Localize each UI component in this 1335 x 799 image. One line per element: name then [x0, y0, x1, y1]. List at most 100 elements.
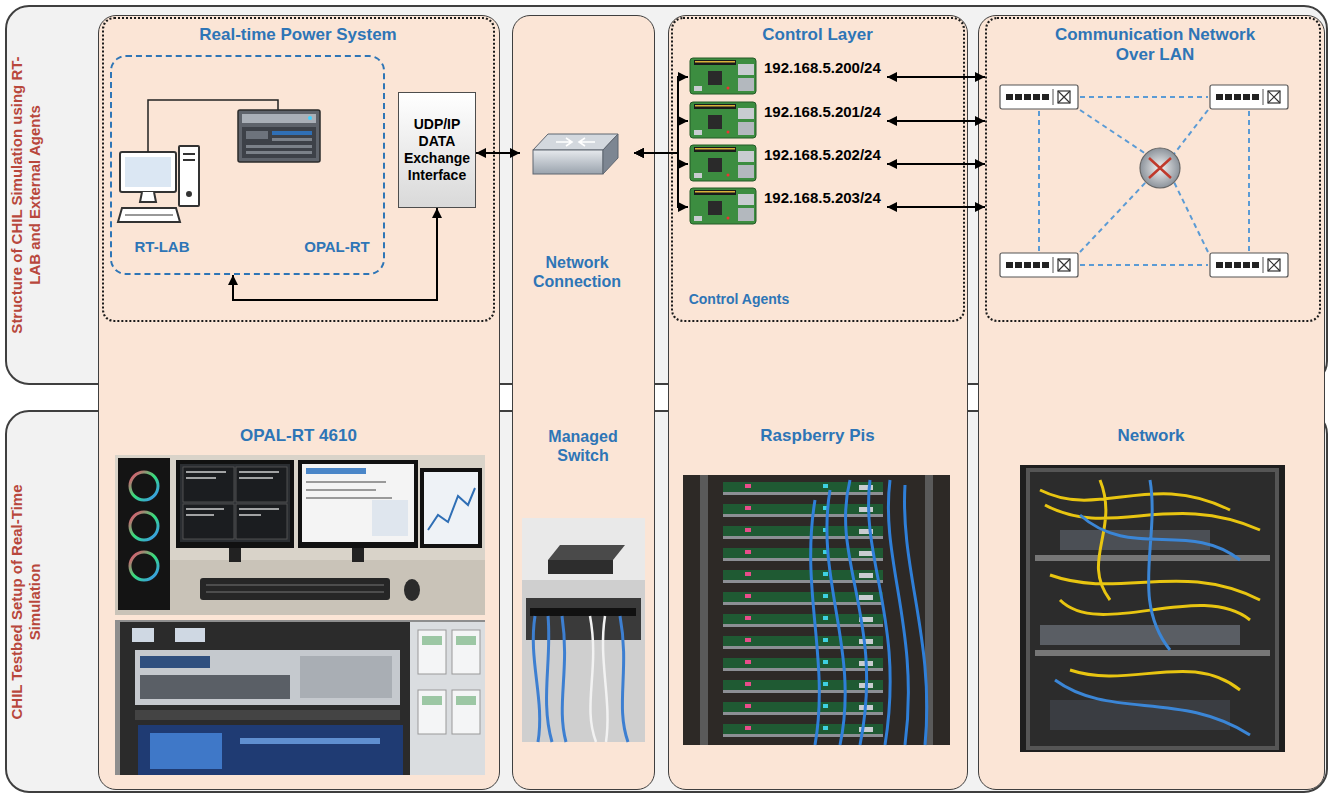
simulator-rack-photo [300, 656, 392, 698]
router-icon [1140, 148, 1180, 188]
network-rack-photo [1020, 465, 1285, 752]
interface-box: UDP/IP DATA Exchange Interface [398, 92, 476, 208]
text-slot: Structure of CHIL Simulation using RT-LA… [9, 11, 43, 379]
computer-icon [120, 152, 176, 192]
switch-icon [603, 134, 618, 174]
opal-rt-simulator [272, 131, 312, 135]
lan-link [1039, 97, 1249, 265]
managed-switch-photo [548, 545, 625, 560]
managed-switch-photo [522, 518, 645, 580]
lab-desk-photo [302, 464, 414, 542]
simulator-rack-photo [418, 690, 446, 734]
simulator-rack-photo [452, 630, 480, 674]
lan-link [1174, 182, 1208, 252]
lab-desk-photo [118, 458, 170, 610]
lab-desk-photo [200, 578, 390, 600]
simulator-group: RT-LABOPAL-RT [110, 55, 385, 275]
text-slot: Real-time Power System [104, 25, 492, 45]
text-slot: Control Agents [677, 291, 801, 308]
computer-icon [140, 192, 156, 202]
lan-switch-icon [1000, 253, 1078, 277]
raspberry-pi-photo [925, 475, 933, 745]
connector-arrow [634, 77, 688, 153]
managed-switch-photo [522, 518, 645, 742]
simulator-rack-photo [140, 675, 290, 699]
managed-switch-photo [548, 560, 613, 574]
simulator-rack-photo [140, 656, 210, 668]
connector-arrow [634, 153, 688, 164]
column-title: OPAL-RT 4610 [99, 426, 498, 446]
managed-switch-photo [533, 616, 628, 742]
text-slot: 192.168.5.203/24 [764, 189, 881, 207]
group-box: Communication Network Over LAN [985, 17, 1321, 322]
lab-desk-photo [183, 504, 234, 539]
simulator-rack-photo [418, 630, 446, 674]
lab-desk-photo [115, 560, 485, 615]
router-icon [1140, 148, 1180, 188]
managed-switch-photo [526, 598, 641, 640]
lan-switch-icon [1000, 85, 1078, 109]
text-slot: UDP/IP DATA Exchange Interface [399, 93, 475, 207]
switch-icon [533, 134, 618, 174]
managed-switch-photo [590, 616, 608, 742]
device-label: Network Connection [520, 253, 634, 291]
connector-arrow [233, 208, 437, 300]
switch-icon [556, 138, 595, 146]
simulator-rack-photo [452, 690, 480, 734]
lan-switches [1000, 85, 1288, 277]
computer-icon [183, 159, 195, 161]
lab-desk-photo [236, 504, 287, 539]
router-icon [1149, 158, 1171, 178]
lab-desk-photo [352, 548, 364, 562]
network-rack-photo [1020, 465, 1285, 752]
network-rack-photo [1035, 650, 1270, 656]
lab-desk-photo [206, 585, 384, 592]
text-slot: Control Layer [673, 25, 962, 45]
group-title: Real-time Power System [104, 25, 492, 45]
switch-node: Network Connection [520, 125, 634, 297]
network-rack-photo [1055, 480, 1250, 735]
lan-link [1174, 110, 1208, 154]
opal-rt-simulator [242, 114, 316, 123]
simulator-rack-photo [115, 620, 485, 775]
raspberry-pi-board [690, 102, 756, 138]
lab-desk-photo [306, 482, 392, 498]
computer-link-wire [148, 100, 278, 152]
group-box: 192.168.5.200/24192.168.5.201/24192.168.… [671, 17, 965, 322]
lab-desk-photo [183, 467, 234, 502]
pi-node: 192.168.5.201/24 [688, 102, 887, 140]
network-rack-photo [1035, 555, 1270, 561]
lab-desk-photo [298, 460, 418, 548]
simulator-rack-photo [150, 733, 222, 769]
column-band: 192.168.5.200/24192.168.5.201/24192.168.… [668, 15, 968, 790]
computer-icon [118, 146, 199, 222]
opal-rt-simulator [308, 116, 312, 120]
lab-desk-photo [176, 460, 294, 548]
managed-switch-photo [522, 518, 645, 742]
opal-rt-simulator [272, 138, 312, 141]
lab-desk-photo [236, 467, 287, 502]
lab-desk-photo [115, 455, 485, 615]
device-label: RT-LAB [112, 238, 212, 256]
simulator-rack-photo [410, 622, 485, 775]
pi-node: 192.168.5.202/24 [688, 145, 887, 183]
panel-title: Structure of CHIL Simulation using RT-LA… [8, 45, 44, 345]
simulator-rack-photo [120, 622, 410, 775]
simulator-rack-photo [422, 636, 442, 645]
simulator-rack-photo [175, 628, 205, 642]
lab-desk-photo [115, 455, 485, 615]
lab-desk-photo [420, 468, 482, 548]
text-slot: Communication Network Over LAN [1035, 25, 1275, 66]
text-slot: Network [979, 426, 1323, 446]
computer-icon [118, 208, 180, 222]
group-box: RT-LABOPAL-RTUDP/IP DATA Exchange Interf… [102, 17, 495, 322]
text-slot: CHIL Testbed Setup of Real-Time Simulati… [9, 416, 43, 787]
opal-rt-simulator [242, 127, 316, 158]
simulator-rack-photo [132, 628, 154, 642]
pi-node: 192.168.5.203/24 [688, 188, 887, 226]
network-rack-photo [1040, 625, 1240, 645]
raspberry-pi-stack [690, 58, 756, 224]
